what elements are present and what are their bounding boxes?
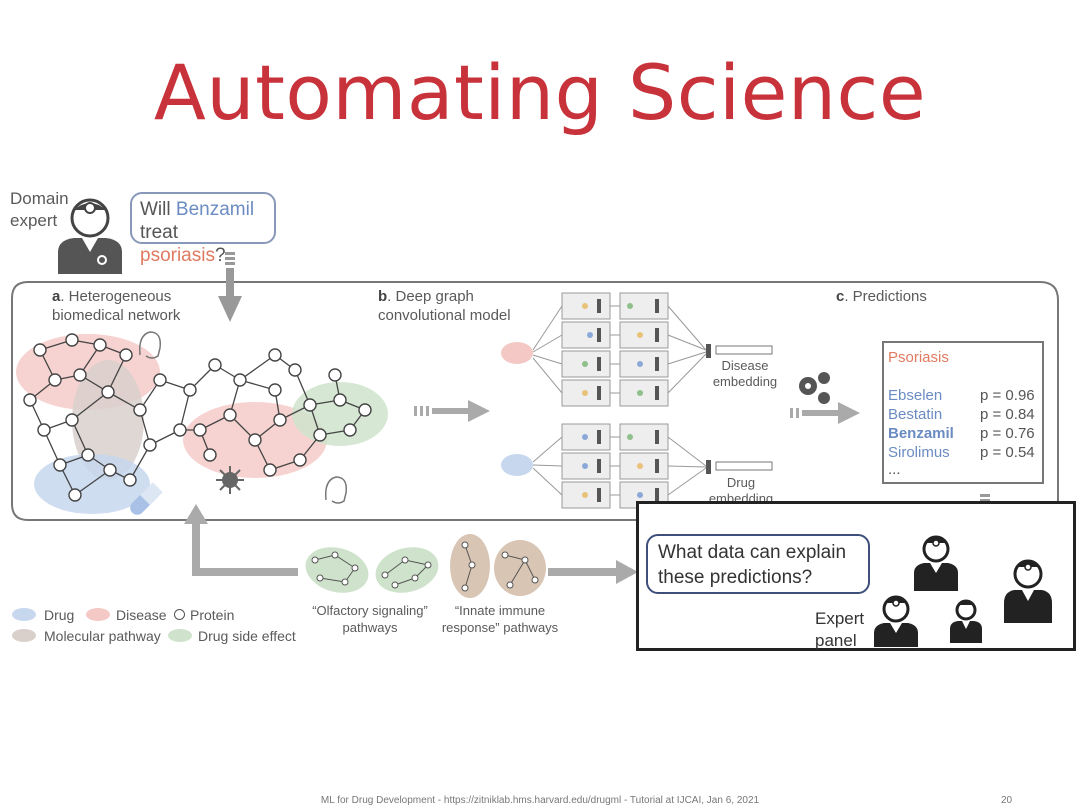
legend-side-effect: Drug side effect [198,628,296,644]
panel-c-title: . Predictions [844,288,927,305]
expert-icons [874,535,1052,647]
expert-question-line1: What data can explain [658,542,847,563]
question-end: ? [214,245,226,266]
prediction-drug: Sirolimus [888,444,950,461]
expert-icon [874,595,918,647]
prediction-p: p = 0.84 [980,406,1035,423]
olfactory-pathways-label: “Olfactory signaling” pathways [300,602,440,636]
expert-question-bubble: What data can explain these predictions? [646,534,870,594]
arrow-feedback-up [184,504,298,576]
expert-icon [950,599,982,643]
question-bubble: Will Benzamil treat psoriasis? [130,192,276,266]
prediction-p: p = 0.76 [980,425,1035,442]
legend: Drug Disease Protein Molecular pathway D… [12,605,312,645]
olfactory-line2: pathways [342,620,398,635]
arrow-question-down [218,252,242,322]
graph-conv-model [501,292,773,509]
expert-icon [914,535,958,591]
prediction-disease: Psoriasis [888,349,949,366]
pathway-graphs [305,534,546,598]
domain-expert-line1: Domain [10,189,69,208]
panel-b-letter: b [378,288,388,305]
slide-footer: ML for Drug Development - https://zitnik… [320,795,760,806]
domain-expert-icon [58,198,122,274]
arrow-b-to-c [790,402,860,424]
panel-a-title-2: biomedical network [52,307,181,324]
olfactory-line1: “Olfactory signaling” [312,603,428,618]
prediction-drug-highlight: Benzamil [888,425,954,442]
innate-line1: “Innate immune [454,603,546,618]
expert-icon [1004,559,1052,623]
arrow-a-to-b [414,400,490,422]
panel-b-title-2: convolutional model [378,307,511,324]
disease-embedding-line1: Disease [721,358,769,373]
question-drug: Benzamil [175,199,255,220]
panel-c-letter: c [836,288,845,305]
legend-disease: Disease [116,607,167,623]
drug-embedding-line1: Drug [726,475,756,490]
predictions-box: Psoriasis Ebselen p = 0.96 Bestatin p = … [882,341,1044,484]
virus-icon [216,466,244,494]
panel-a-title-1: . Heterogeneous [60,288,172,305]
question-text-1: Will [140,199,176,220]
legend-pathway: Molecular pathway [44,628,161,644]
panel-b-title-1: . Deep graph [387,288,474,305]
legend-side-effect-swatch [168,629,192,642]
panel-c-label: c. Predictions [836,287,927,306]
question-text-2: treat [140,222,179,243]
expert-panel-line1: Expert [815,609,865,628]
prediction-drug: Bestatin [888,406,943,423]
disease-embedding-line2: embedding [712,374,778,389]
head-icon-1 [138,331,162,359]
prediction-p: p = 0.96 [980,387,1035,404]
panel-a-label: a. Heterogeneous biomedical network [52,287,180,325]
head-icon-2 [324,476,348,504]
panel-a-letter: a [52,288,61,305]
expert-panel-label: Expert panel [815,608,864,652]
legend-pathway-swatch [12,629,36,642]
expert-question-line2: these predictions? [658,567,813,588]
domain-expert-label: Domain expert [10,188,69,232]
slide-title: Automating Science [153,48,927,137]
arrow-pathways-to-panel [548,560,638,584]
drug-embedding-label: Drug embedding [706,475,776,501]
question-disease: psoriasis [140,245,215,266]
drug-embedding-line2: embedding [708,491,774,501]
pill-icon [130,482,163,515]
expert-panel-line2: panel [815,631,857,650]
prediction-more: ... [888,461,901,478]
panel-b-label: b. Deep graph convolutional model [378,287,511,325]
gears-icon [799,372,830,404]
prediction-drug: Ebselen [888,387,943,404]
innate-pathways-label: “Innate immune response” pathways [430,602,570,636]
innate-line2: response” pathways [441,620,559,635]
legend-protein-swatch [174,609,185,620]
legend-drug-swatch [12,608,36,621]
heterogeneous-network [16,331,388,515]
legend-disease-swatch [86,608,110,621]
legend-protein: Protein [190,607,235,623]
prediction-p: p = 0.54 [980,444,1035,461]
domain-expert-line2: expert [10,211,58,230]
disease-embedding-label: Disease embedding [710,358,780,390]
page-number: 20 [1001,795,1013,806]
legend-drug: Drug [44,607,75,623]
